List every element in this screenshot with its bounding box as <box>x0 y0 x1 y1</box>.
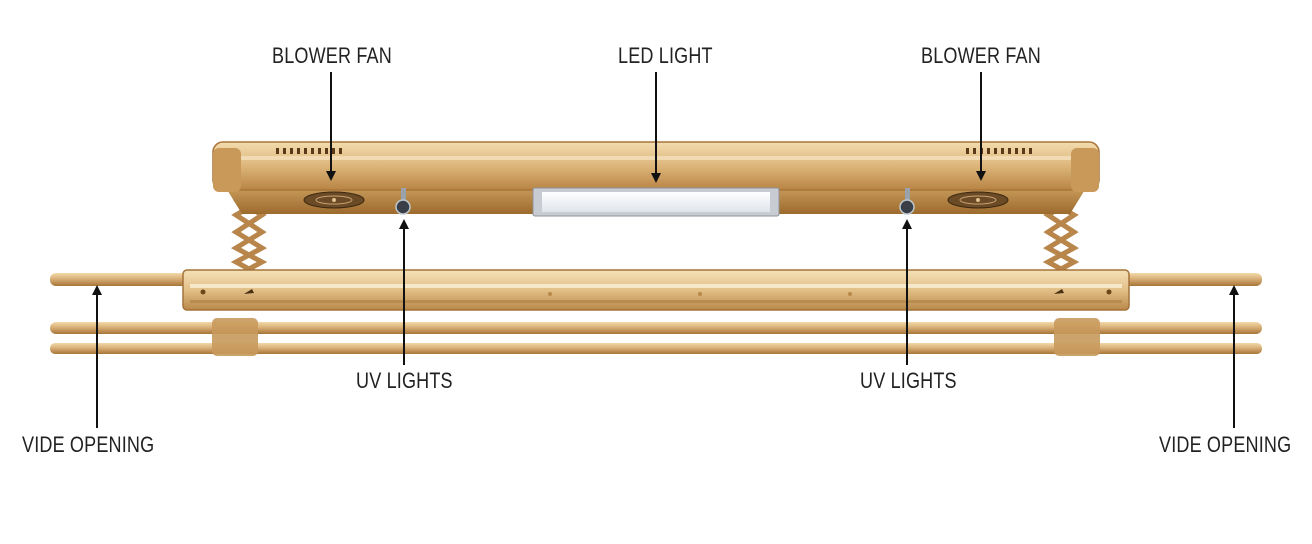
blower-fan-right-grille <box>947 191 1009 209</box>
label-vide-opening-left: VIDE OPENING <box>22 432 155 457</box>
led-panel <box>532 187 780 217</box>
label-blower-fan-left: BLOWER FAN <box>272 43 392 68</box>
label-blower-fan-right: BLOWER FAN <box>921 43 1041 68</box>
label-led-light: LED LIGHT <box>618 43 713 68</box>
blower-fan-left-grille <box>303 191 365 209</box>
callout-arrows <box>92 72 1239 428</box>
clothing-bar <box>182 269 1130 311</box>
uv-lamp-right <box>899 188 915 215</box>
label-vide-opening-right: VIDE OPENING <box>1159 432 1292 457</box>
uv-lamp-left <box>395 188 411 215</box>
ceiling-housing <box>212 141 1100 217</box>
label-uv-lights-left: UV LIGHTS <box>356 368 453 393</box>
label-uv-lights-right: UV LIGHTS <box>860 368 957 393</box>
vent-left <box>276 148 342 154</box>
